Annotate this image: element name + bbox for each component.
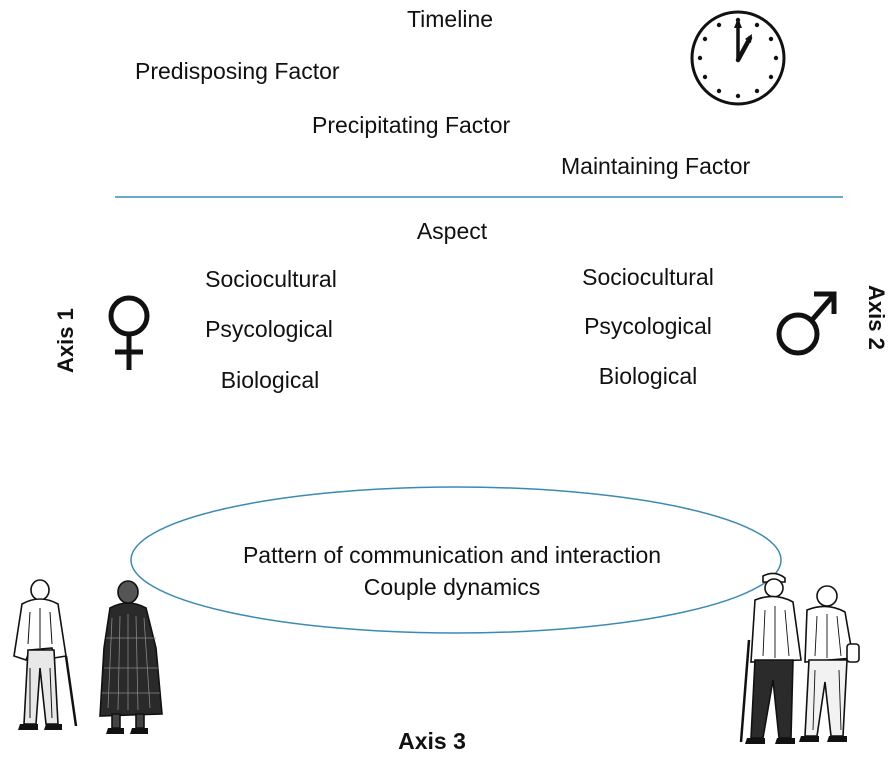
clock-icon (690, 10, 786, 106)
maintaining-factor-label: Maintaining Factor (561, 153, 751, 179)
precipitating-factor-label: Precipitating Factor (312, 112, 511, 138)
axis2-biological: Biological (598, 363, 698, 389)
male-symbol-icon (776, 291, 837, 356)
section-divider (115, 196, 843, 198)
axis3-label: Axis 3 (398, 728, 466, 754)
timeline-title: Timeline (406, 6, 494, 32)
elderly-couple-walking-apart-illustration (13, 579, 163, 734)
axis1-psycological: Psycological (205, 316, 333, 342)
axis2-psycological: Psycological (584, 313, 712, 339)
female-symbol-icon (108, 295, 150, 370)
axis1-sociocultural: Sociocultural (205, 266, 337, 292)
elderly-couple-walking-together-illustration (739, 572, 860, 744)
axis3-caption-line1: Pattern of communication and interaction (242, 542, 662, 568)
predisposing-factor-label: Predisposing Factor (135, 58, 340, 84)
axis3-caption-line2: Couple dynamics (363, 574, 541, 600)
axis2-sociocultural: Sociocultural (582, 264, 714, 290)
axis1-biological: Biological (220, 367, 320, 393)
aspect-title: Aspect (416, 218, 488, 244)
